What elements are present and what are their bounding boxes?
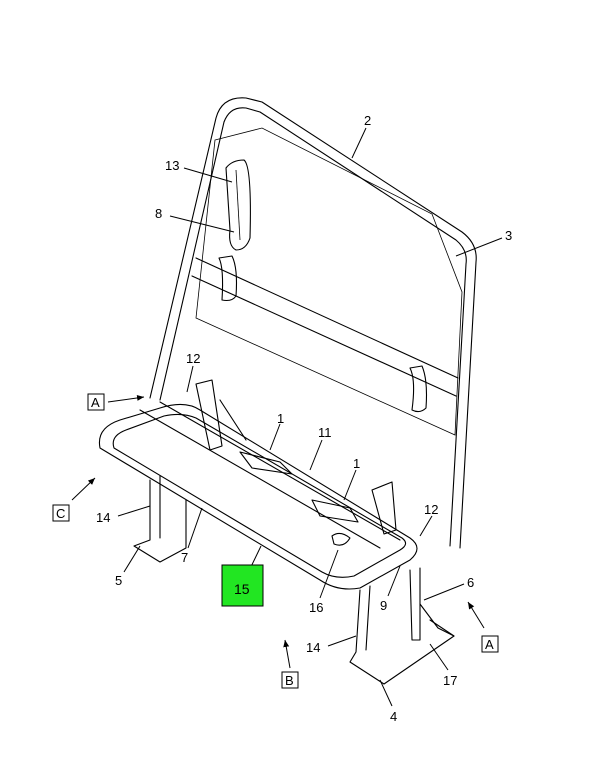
- callout-13: 13: [165, 158, 179, 173]
- seat-back-frame: [149, 97, 477, 549]
- view-marker-c: C: [52, 477, 96, 522]
- callout-6: 6: [467, 575, 474, 590]
- callout-2: 2: [364, 113, 371, 128]
- callout-14-right: 14: [306, 640, 320, 655]
- callout-5: 5: [115, 573, 122, 588]
- callout-1-left: 1: [277, 411, 284, 426]
- seat-legs: [133, 475, 455, 685]
- svg-text:A: A: [485, 637, 494, 652]
- highlighted-callout-15[interactable]: 15: [221, 545, 264, 607]
- callout-8: 8: [155, 206, 162, 221]
- svg-text:C: C: [56, 506, 65, 521]
- svg-text:15: 15: [234, 581, 250, 597]
- view-marker-b: B: [281, 639, 299, 689]
- svg-text:A: A: [91, 395, 100, 410]
- callout-11: 11: [318, 425, 332, 440]
- seat-frame: [98, 379, 418, 590]
- callout-17: 17: [443, 673, 457, 688]
- callout-14-left: 14: [96, 510, 110, 525]
- callouts: 2 13 8 3 12 1 11 1 14 12 7 5 16 9 6 14 1…: [96, 113, 512, 724]
- view-marker-a-right: A: [467, 601, 499, 653]
- callout-16: 16: [309, 600, 323, 615]
- view-marker-a-left: A: [87, 393, 145, 411]
- svg-text:B: B: [285, 673, 294, 688]
- callout-9: 9: [380, 598, 387, 613]
- callout-4: 4: [390, 709, 397, 724]
- callout-3: 3: [505, 228, 512, 243]
- callout-12-upper: 12: [186, 351, 200, 366]
- callout-7: 7: [181, 550, 188, 565]
- callout-1-right: 1: [353, 456, 360, 471]
- callout-12-lower: 12: [424, 502, 438, 517]
